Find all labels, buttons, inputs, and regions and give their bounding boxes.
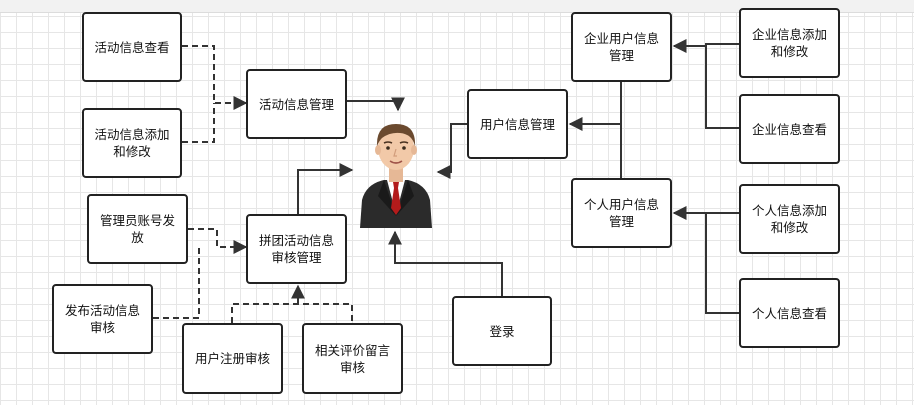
actor-brow-right — [399, 141, 409, 144]
node-enterprise-user-manage[interactable]: 企业用户信息 管理 — [571, 12, 672, 82]
edge-register-review-to-group-review — [231, 303, 353, 323]
edge-publish-review-to-group-review — [153, 247, 200, 319]
node-user-register-review[interactable]: 用户注册审核 — [182, 323, 283, 394]
node-personal-view[interactable]: 个人信息查看 — [739, 278, 840, 348]
edge-activity-view-to-manage — [182, 45, 248, 110]
node-enterprise-view[interactable]: 企业信息查看 — [739, 94, 840, 164]
edge-enterprise-children-to-enterprise-manage — [674, 44, 739, 129]
administrator-avatar-icon — [360, 124, 432, 228]
actor-tie — [391, 182, 401, 215]
edge-activity-add-to-manage — [182, 103, 215, 143]
node-personal-add-edit[interactable]: 个人信息添加 和修改 — [739, 184, 840, 254]
node-activity-view[interactable]: 活动信息查看 — [82, 12, 182, 82]
actor-nose — [393, 148, 397, 157]
actor-mouth — [389, 160, 403, 164]
edge-personal-children-to-personal-manage — [674, 213, 739, 314]
actor-face — [378, 126, 414, 170]
actor-eye-left — [386, 146, 390, 150]
actor-hair — [376, 124, 416, 146]
edge-group-review-to-actor — [297, 163, 354, 214]
node-group-activity-review[interactable]: 拼团活动信息 审核管理 — [246, 214, 347, 284]
edge-enterprise-personal-to-user-manage — [570, 82, 622, 178]
edge-admin-account-to-group-review — [188, 228, 248, 254]
node-admin-account[interactable]: 管理员账号发 放 — [87, 194, 188, 264]
edge-activity-manage-to-actor — [347, 97, 405, 112]
actor-eye-right — [402, 146, 406, 150]
actor-ear-left — [375, 145, 381, 155]
node-comment-review[interactable]: 相关评价留言 审核 — [302, 323, 403, 394]
node-personal-user-manage[interactable]: 个人用户信息 管理 — [571, 178, 672, 248]
actor-neck — [389, 168, 403, 182]
edge-user-manage-to-actor — [436, 123, 467, 179]
actor-ear-right — [411, 145, 417, 155]
node-login[interactable]: 登录 — [452, 296, 552, 366]
node-activity-manage[interactable]: 活动信息管理 — [246, 69, 347, 139]
canvas-top-bar — [0, 0, 914, 13]
edge-login-to-actor — [388, 230, 503, 296]
node-publish-review[interactable]: 发布活动信息 审核 — [52, 284, 153, 354]
node-enterprise-add-edit[interactable]: 企业信息添加 和修改 — [739, 8, 840, 78]
actor-brow-left — [383, 141, 393, 144]
node-activity-add-edit[interactable]: 活动信息添加 和修改 — [82, 108, 182, 178]
node-user-info-manage[interactable]: 用户信息管理 — [467, 89, 568, 159]
